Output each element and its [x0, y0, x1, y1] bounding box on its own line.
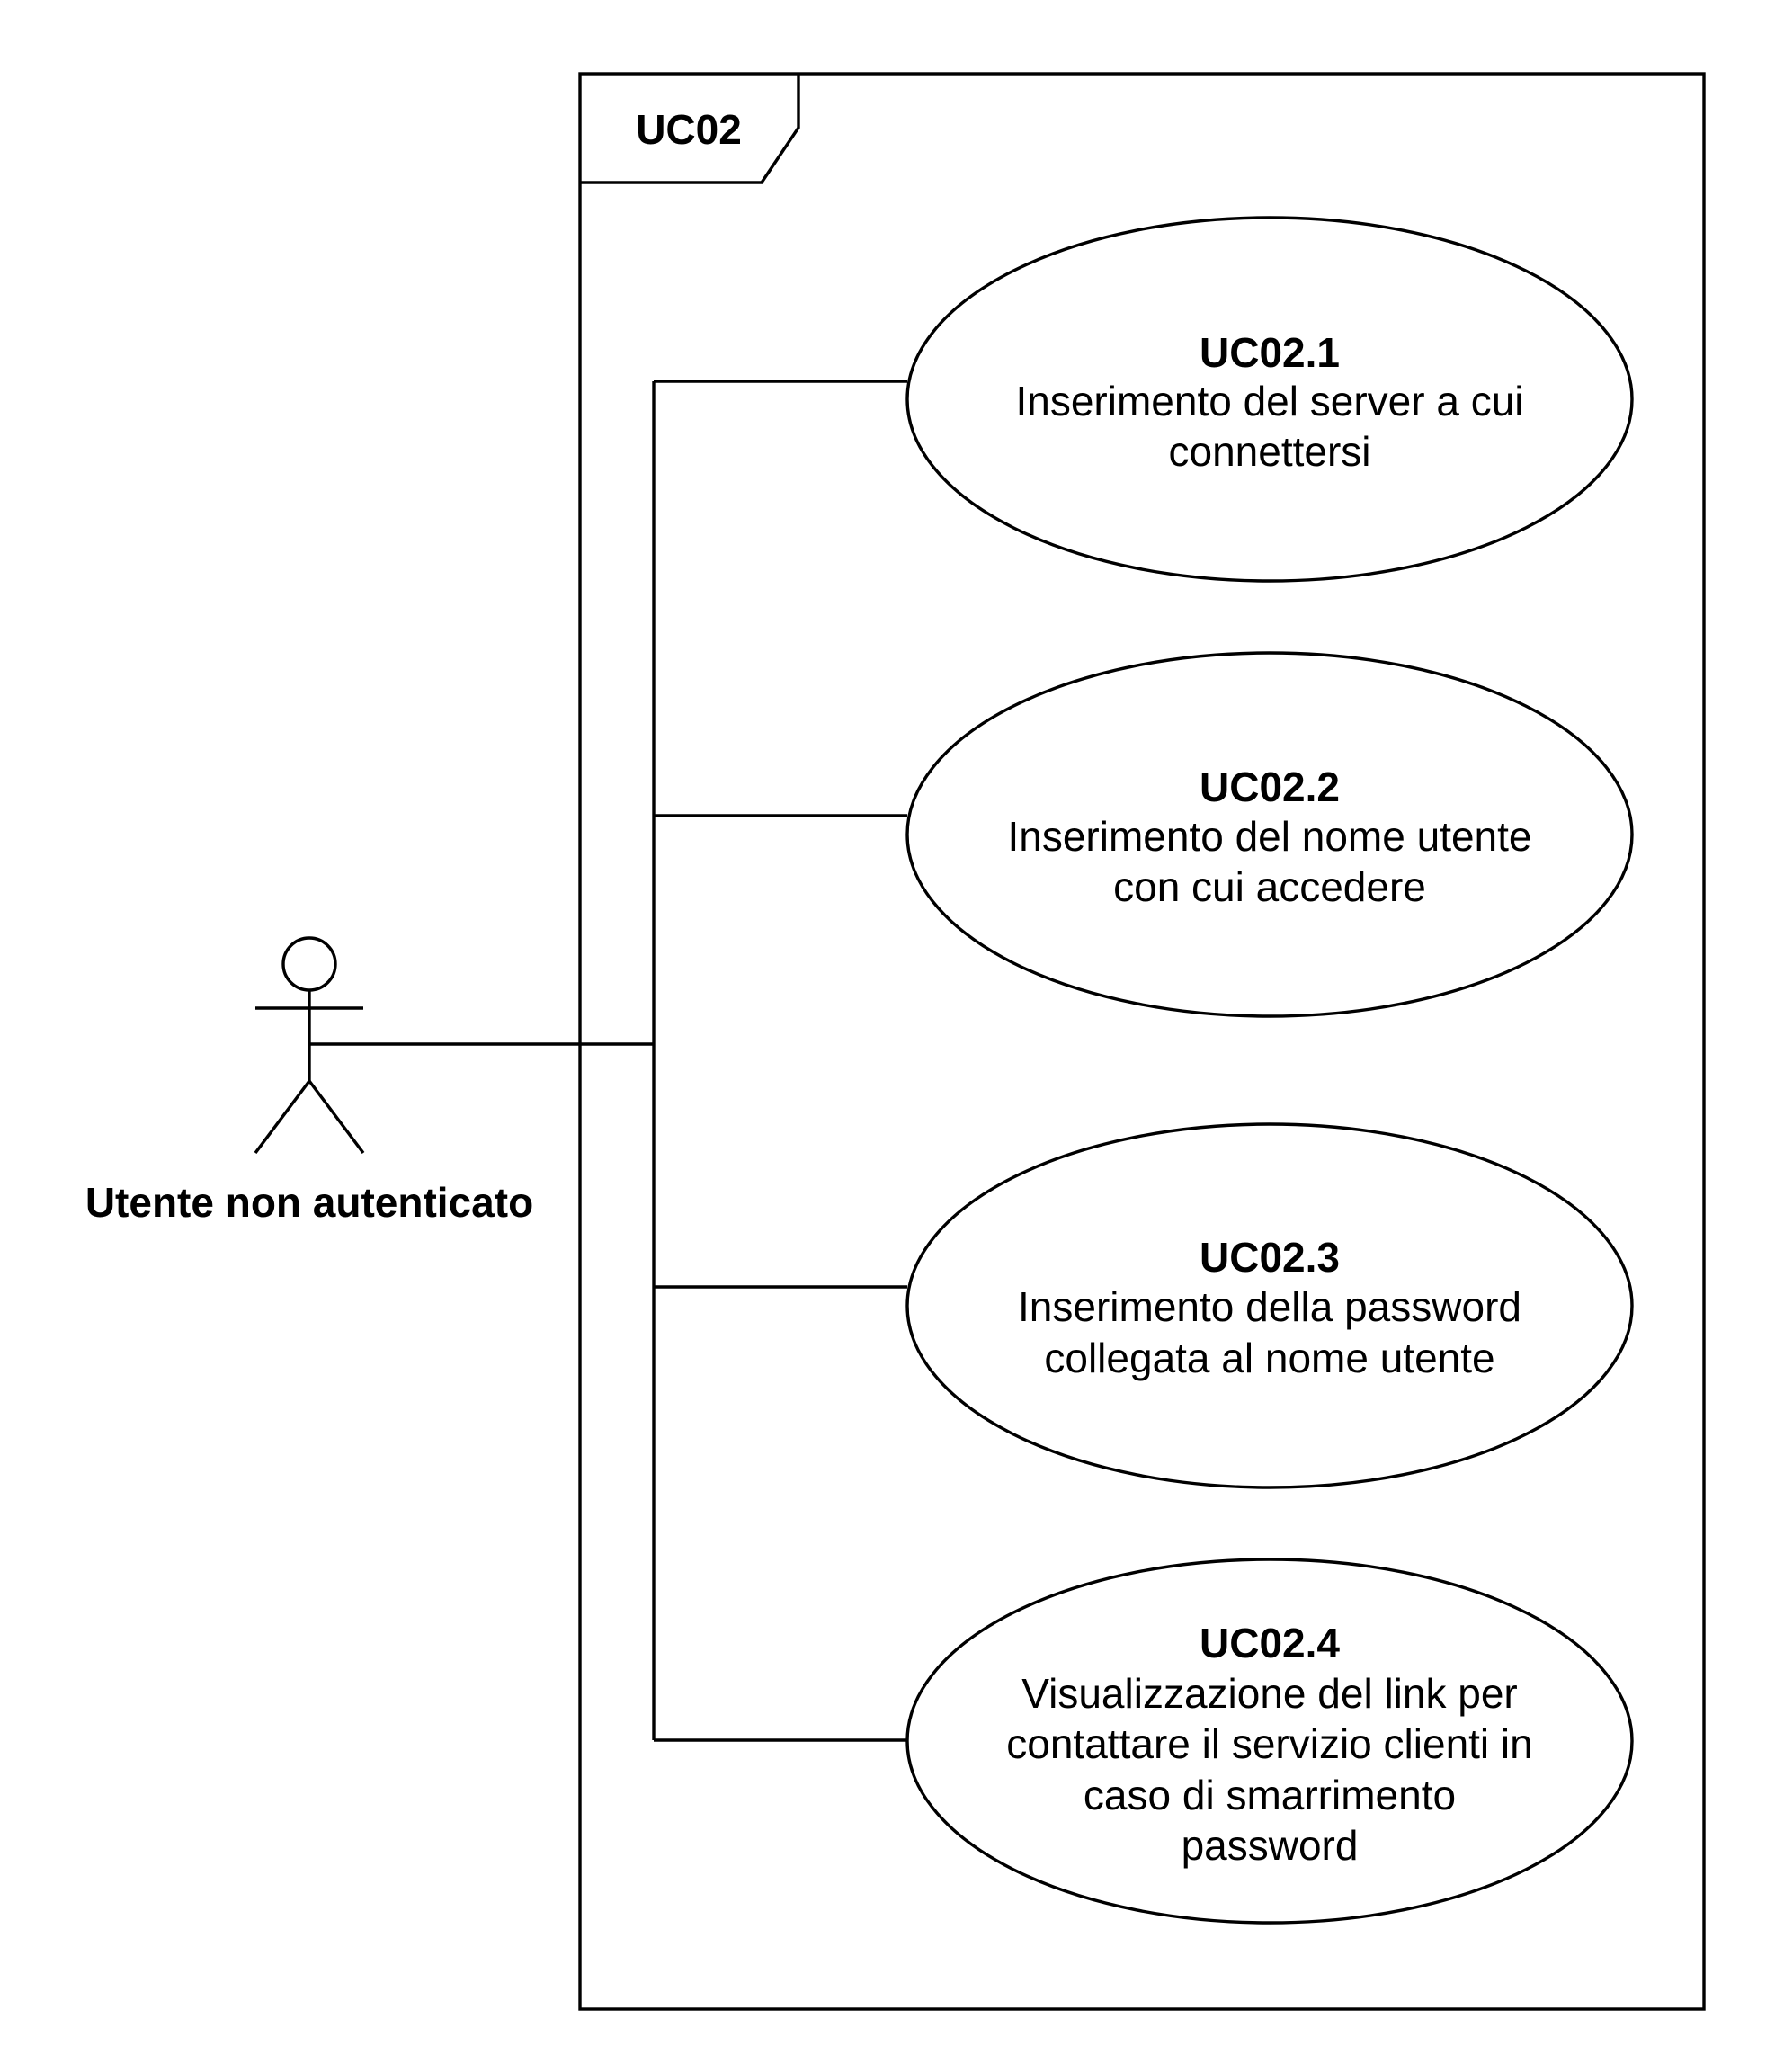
use-case-text-line: password — [1182, 1822, 1359, 1869]
use-case-id: UC02.2 — [1200, 764, 1340, 810]
use-case-uc02-1: UC02.1 Inserimento del server a cui conn… — [905, 216, 1634, 583]
use-case-id: UC02.4 — [1200, 1620, 1340, 1666]
use-case-id: UC02.1 — [1200, 329, 1340, 376]
use-case-ellipse — [905, 1122, 1634, 1489]
use-case-ellipse — [905, 216, 1634, 583]
system-frame — [578, 72, 1706, 2011]
use-case-id: UC02.3 — [1200, 1234, 1340, 1281]
use-case-text-line: collegata al nome utente — [1044, 1335, 1494, 1381]
use-case-ellipse — [905, 1558, 1634, 1925]
use-case-text-line: Visualizzazione del link per — [1021, 1670, 1517, 1717]
use-case-text-line: con cui accedere — [1113, 863, 1426, 910]
actor-head — [281, 936, 337, 992]
use-case-text-line: Inserimento della password — [1018, 1283, 1521, 1330]
actor-left-leg — [254, 1079, 311, 1155]
use-case-text-line: contattare il servizio clienti in — [1006, 1720, 1532, 1767]
use-case-text-line: Inserimento del server a cui — [1015, 378, 1523, 424]
frame-label-tab — [580, 74, 800, 184]
use-case-uc02-3: UC02.3 Inserimento della password colleg… — [905, 1122, 1634, 1489]
actor-label: Utente non autenticato — [85, 1179, 533, 1226]
actor-figure-icon — [254, 936, 365, 1155]
use-case-ellipse — [905, 651, 1634, 1018]
use-case-text-line: Inserimento del nome utente — [1007, 813, 1531, 860]
use-case-text-line: connettersi — [1168, 428, 1370, 475]
connectors — [309, 380, 907, 1742]
actor-right-leg — [308, 1079, 365, 1155]
use-case-uc02-4: UC02.4 Visualizzazione del link per cont… — [905, 1558, 1634, 1925]
frame-label: UC02 — [636, 106, 742, 153]
use-case-uc02-2: UC02.2 Inserimento del nome utente con c… — [905, 651, 1634, 1018]
use-case-text-line: caso di smarrimento — [1084, 1772, 1456, 1818]
